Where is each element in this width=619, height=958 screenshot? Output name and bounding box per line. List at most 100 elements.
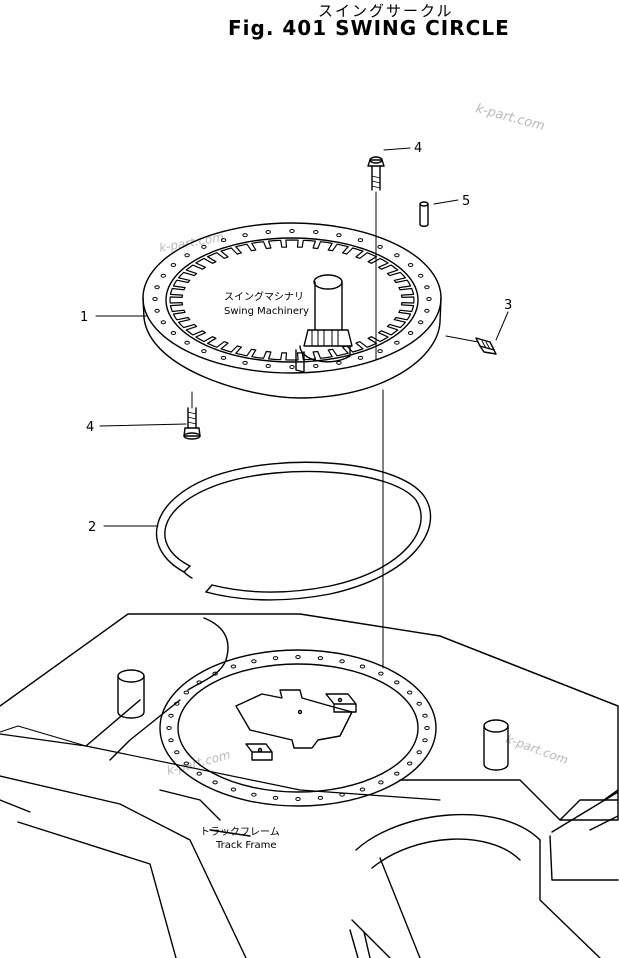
bolt-hole — [196, 771, 202, 776]
bolt-hole — [184, 253, 190, 258]
bolt-hole — [339, 792, 345, 797]
bolt-hole — [357, 238, 364, 243]
swing-circle-bearing — [142, 222, 442, 399]
bolt-hole — [377, 244, 383, 249]
seal-ring — [155, 461, 432, 601]
bolt-hole — [154, 308, 160, 313]
grease-fitting — [475, 337, 497, 355]
bolt-hole — [378, 671, 384, 676]
bolt-hole — [242, 360, 248, 365]
bolt-hole — [357, 355, 364, 360]
frame-bolt-holes — [166, 655, 430, 801]
leader-3b — [495, 311, 509, 341]
track-frame-label-en: Track Frame — [215, 840, 277, 851]
bolt-hole — [152, 297, 158, 301]
bolt-hole — [416, 701, 422, 706]
bolt-hole — [418, 320, 424, 325]
bolt-hole — [166, 726, 172, 730]
bolt-hole — [184, 340, 190, 345]
bolt-hole — [160, 320, 167, 325]
bolt-hole — [201, 349, 207, 354]
bolt-hole — [289, 365, 295, 369]
bolt-hole — [168, 713, 174, 718]
bolt-hole — [424, 308, 430, 313]
bolt-hole — [426, 297, 432, 301]
bolt-hole — [183, 690, 190, 695]
callouts: 1 4 5 3 4 2 — [80, 141, 512, 535]
bolt-hole — [424, 726, 430, 730]
leader-4-top — [383, 147, 411, 151]
watermarks: k-part.com k-part.com k-part.com k-part.… — [158, 101, 570, 778]
bolt-hole — [230, 787, 237, 792]
bolt-hole — [295, 655, 301, 659]
bolt-hole — [212, 671, 218, 676]
swing-machinery-label-en: Swing Machinery — [224, 306, 309, 317]
bolt-hole — [407, 263, 414, 267]
bolt-hole — [272, 795, 279, 800]
bearing-gear-teeth — [169, 239, 415, 361]
bolt-hole — [265, 364, 271, 368]
swing-machinery-label-jp: スイングマシナリ — [224, 290, 304, 303]
bolt-hole — [201, 244, 207, 249]
leader-5 — [433, 199, 459, 205]
bolt-hole — [313, 230, 319, 234]
bolt-left — [183, 407, 201, 440]
dowel-pin — [419, 201, 429, 227]
bearing-bolt-holes — [152, 229, 432, 369]
watermark-1: k-part.com — [474, 101, 546, 134]
callout-4-left: 4 — [86, 420, 94, 435]
bolt-hole — [407, 331, 414, 335]
bolt-hole — [418, 273, 424, 278]
bolt-hole — [183, 761, 190, 766]
bolt-hole — [295, 797, 301, 801]
callout-1: 1 — [80, 310, 88, 325]
bolt-hole — [339, 659, 345, 664]
bolt-hole — [242, 233, 248, 238]
watermark-4: k-part.com — [504, 732, 570, 768]
bolt-hole — [174, 750, 180, 755]
bolt-hole — [407, 761, 413, 766]
track-frame-label: トラックフレーム Track Frame — [200, 826, 280, 851]
bolt-hole — [317, 656, 324, 661]
leader-3a — [445, 335, 479, 343]
callout-4-top: 4 — [414, 141, 422, 156]
bolt-hole — [336, 360, 342, 365]
bolt-hole — [168, 738, 174, 743]
bolt-hole — [424, 285, 430, 290]
leader-4-left — [99, 423, 187, 427]
swing-machinery-label: スイングマシナリ Swing Machinery — [224, 290, 309, 317]
bolt-hole — [359, 787, 366, 792]
bolt-hole — [336, 233, 342, 238]
bolt-hole — [394, 680, 400, 685]
bolt-hole — [377, 349, 383, 354]
track-frame — [0, 613, 619, 958]
bolt-hole — [422, 713, 428, 718]
bolt-hole — [313, 364, 319, 368]
bolt-hole — [220, 355, 227, 360]
bolt-hole — [170, 263, 177, 267]
bolt-hole — [170, 331, 177, 335]
bolt-hole — [359, 664, 366, 669]
callout-3: 3 — [504, 298, 512, 313]
bolt-hole — [422, 738, 428, 743]
bolt-hole — [394, 253, 400, 258]
bolt-hole — [407, 690, 413, 695]
bolt-hole — [154, 285, 160, 290]
bolt-hole — [416, 750, 422, 755]
bolt-hole — [251, 659, 257, 664]
bolt-hole — [317, 795, 324, 800]
swing-machinery — [295, 274, 353, 373]
track-frame-label-jp: トラックフレーム — [200, 826, 280, 838]
bolt-hole — [394, 340, 400, 345]
bolt-hole — [160, 273, 167, 278]
bolt-top — [367, 156, 385, 191]
bolt-hole — [394, 771, 400, 776]
bolt-hole — [251, 792, 257, 797]
callout-2: 2 — [88, 520, 96, 535]
bolt-hole — [265, 230, 271, 234]
title-japanese: スイングサークル — [318, 2, 454, 20]
bolt-hole — [212, 780, 218, 785]
bolt-hole — [289, 229, 295, 233]
bolt-hole — [272, 656, 279, 661]
